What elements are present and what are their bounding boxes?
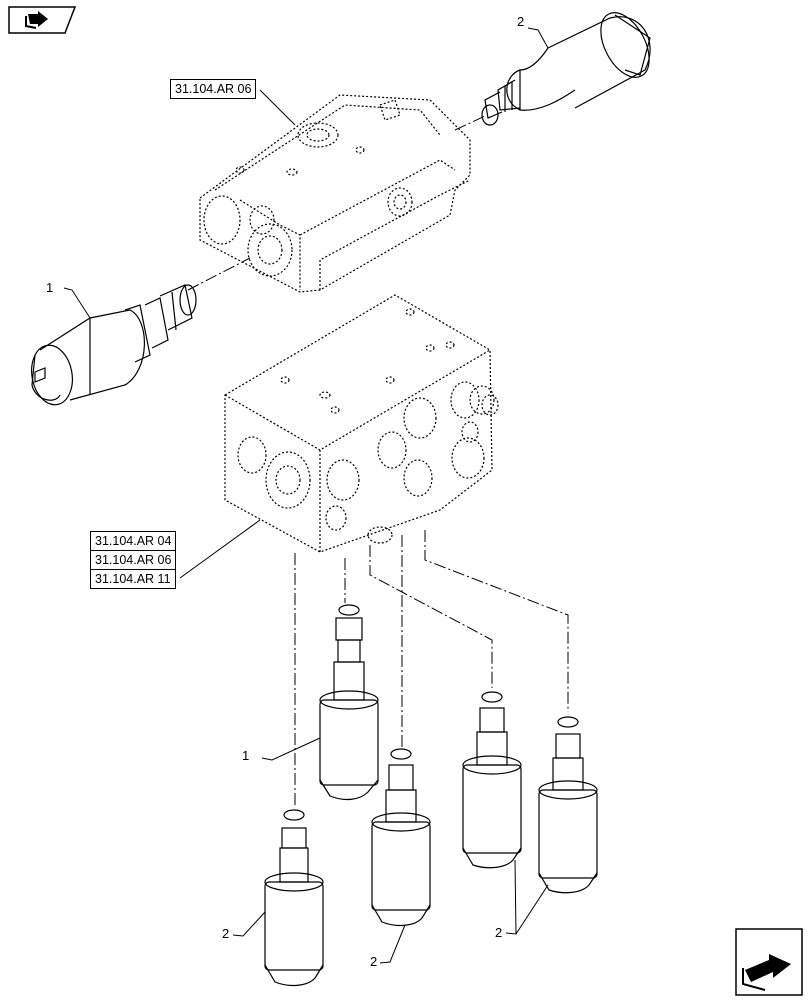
- callout-bottom-left: 2: [222, 926, 230, 941]
- book-arrow-icon[interactable]: [8, 6, 77, 34]
- solenoid-left: [31, 284, 197, 406]
- callout-bottom-1: 1: [242, 748, 250, 763]
- solenoid-top-right: [481, 12, 651, 126]
- callout-bottom-middle: 2: [370, 954, 378, 969]
- callout-bottom-right: 2: [495, 925, 503, 940]
- lower-valve-body: [224, 294, 499, 553]
- upper-valve-body: [199, 94, 471, 293]
- solenoid-bottom-right-b: [538, 716, 598, 894]
- solenoid-bottom-middle: [371, 748, 431, 927]
- callout-top-right: 2: [517, 14, 525, 29]
- solenoid-bottom-left: [264, 809, 324, 987]
- reference-stack-item[interactable]: 31.104.AR 06: [91, 551, 176, 570]
- next-page-arrow-icon[interactable]: [735, 928, 803, 996]
- solenoid-bottom-center-left: [319, 604, 379, 801]
- leader-lines: [63, 27, 549, 964]
- lower-axis-lines: [294, 530, 569, 805]
- reference-stack: 31.104.AR 04 31.104.AR 06 31.104.AR 11: [90, 531, 177, 589]
- reference-stack-item[interactable]: 31.104.AR 04: [91, 532, 176, 551]
- upper-axis-lines: [187, 115, 486, 291]
- callout-left: 1: [46, 280, 54, 295]
- reference-stack-item[interactable]: 31.104.AR 11: [95, 572, 171, 586]
- solenoid-bottom-right-a: [462, 691, 522, 869]
- reference-top[interactable]: 31.104.AR 06: [170, 79, 257, 99]
